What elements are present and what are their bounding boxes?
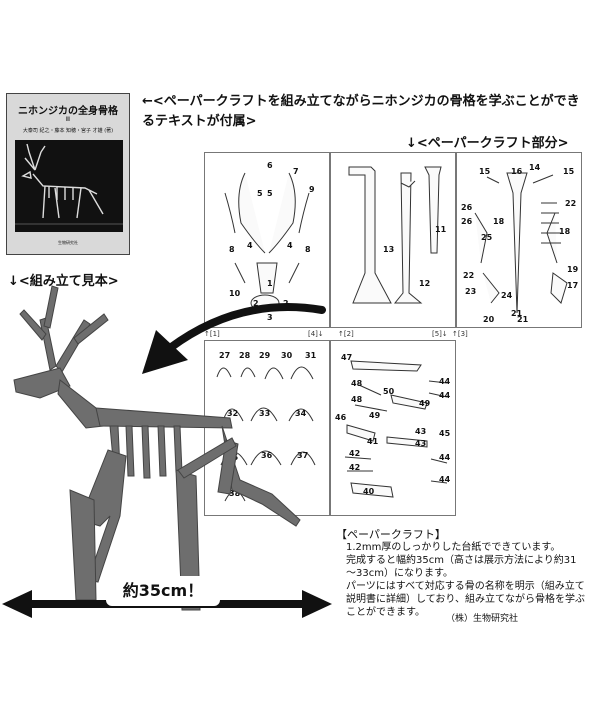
part-number: 2 (253, 299, 259, 308)
part-number: 15 (479, 167, 491, 176)
info-line: 1.2mm厚のしっかりした台紙でできています。 (346, 542, 561, 553)
part-number: 13 (383, 245, 395, 254)
part-number: 25 (481, 233, 493, 242)
part-number: 42 (349, 463, 361, 472)
part-number: 6 (267, 161, 273, 170)
info-title: 【ペーパークラフト】 (336, 528, 446, 541)
part-number: 40 (363, 487, 375, 496)
part-number: 18 (559, 227, 571, 236)
limb-parts-icon (344, 360, 448, 498)
part-number: 19 (567, 265, 579, 274)
part-number: 42 (349, 449, 361, 458)
part-number: 29 (259, 351, 271, 360)
part-number: 43 (415, 427, 427, 436)
part-number: 28 (239, 351, 251, 360)
info-line: 完成すると幅約35cm（高さは展示方法により約31～33cm）になります。 (346, 555, 577, 579)
papercraft-sheet-2: 11 13 12 (330, 152, 456, 328)
part-number: 22 (565, 199, 577, 208)
part-number: 22 (463, 271, 475, 280)
part-number: 17 (567, 281, 579, 290)
part-number: 27 (219, 351, 231, 360)
assembled-deer-model (13, 285, 301, 611)
part-number: 43 (415, 439, 427, 448)
part-number: 10 (229, 289, 241, 298)
book-subtitle: Ⅲ (65, 116, 71, 123)
book-cover: ニホンジカの全身骨格 Ⅲ 大泰司 紀之・藤本 知穂・宮子 才雄 (著) 生物研究… (6, 93, 130, 255)
papercraft-info: 【ペーパークラフト】 1.2mm厚のしっかりした台紙でできています。 完成すると… (336, 528, 586, 619)
part-number: 4 (247, 241, 253, 250)
part-number: 5 (267, 189, 273, 198)
part-number: 41 (367, 437, 379, 446)
papercraft-sheet-3: 15 16 14 15 26 26 18 25 22 18 22 23 24 2… (456, 152, 582, 328)
part-number: 44 (439, 377, 451, 386)
caption-assembly-sample: ↓<組み立て見本> (8, 274, 119, 289)
part-number: 50 (383, 387, 395, 396)
deer-skeleton-icon (15, 143, 123, 225)
info-line: パーツにはすべて対応する骨の名称を明示（組み立て説明書に詳細）しており、組み立て… (346, 581, 585, 618)
book-title: ニホンジカの全身骨格 (18, 106, 118, 117)
part-number: 34 (295, 409, 307, 418)
caption-papercraft-part: ↓<ペーパークラフト部分> (406, 136, 569, 151)
part-number: 18 (493, 217, 505, 226)
size-label: 約35cm！ (106, 576, 220, 606)
sheet-label: ↑[2] (338, 330, 354, 338)
part-number: 15 (563, 167, 575, 176)
part-number: 36 (261, 451, 273, 460)
part-number: 48 (351, 379, 363, 388)
part-number: 44 (439, 453, 451, 462)
part-number: 14 (529, 163, 541, 172)
part-number: 49 (419, 399, 431, 408)
part-number: 49 (369, 411, 381, 420)
part-number: 47 (341, 353, 353, 362)
part-number: 3 (267, 313, 273, 322)
part-number: 30 (281, 351, 293, 360)
part-number: 37 (297, 451, 309, 460)
part-number: 33 (259, 409, 271, 418)
part-number: 4 (287, 241, 293, 250)
part-number: 44 (439, 475, 451, 484)
part-number: 26 (461, 203, 473, 212)
caption-text-included: ←<ペーパークラフトを組み立てながらニホンジカの骨格を学ぶことができるテキストが… (142, 94, 580, 129)
part-number: 45 (439, 429, 451, 438)
part-number: 24 (501, 291, 513, 300)
spine-parts-icon (474, 172, 568, 314)
part-number: 44 (439, 391, 451, 400)
sheet-label: ↑[3] (452, 330, 468, 338)
part-number: 16 (511, 167, 523, 176)
sheet-label: ↑[1] (204, 330, 220, 338)
part-number: 32 (227, 409, 239, 418)
part-number: 20 (483, 315, 495, 324)
part-number: 11 (435, 225, 447, 234)
part-number: 21 (511, 309, 523, 318)
part-number: 46 (335, 413, 347, 422)
part-number: 1 (267, 279, 273, 288)
book-skeleton-photo (15, 140, 123, 232)
part-number: 31 (305, 351, 317, 360)
part-number: 48 (351, 395, 363, 404)
part-number: 8 (305, 245, 311, 254)
sheet-label: [5]↓ (432, 330, 448, 338)
part-number: 23 (465, 287, 477, 296)
part-number: 8 (229, 245, 235, 254)
papercraft-sheet-5: 47 48 48 50 49 46 49 41 43 43 42 42 40 4… (330, 340, 456, 516)
part-number: 12 (419, 279, 431, 288)
stand-parts-icon (348, 166, 442, 304)
part-number: 38 (229, 489, 241, 498)
curved-arrow-icon (142, 303, 326, 374)
part-number: 9 (309, 185, 315, 194)
sheet-label: [4]↓ (308, 330, 324, 338)
part-number: 21 (517, 315, 529, 324)
part-number: 7 (293, 167, 299, 176)
part-number: 26 (461, 217, 473, 226)
publisher-name: （株）生物研究社 (446, 614, 519, 624)
part-number: 5 (257, 189, 263, 198)
book-publisher: 生物研究社 (58, 240, 78, 245)
book-authors: 大泰司 紀之・藤本 知穂・宮子 才雄 (著) (22, 128, 114, 134)
